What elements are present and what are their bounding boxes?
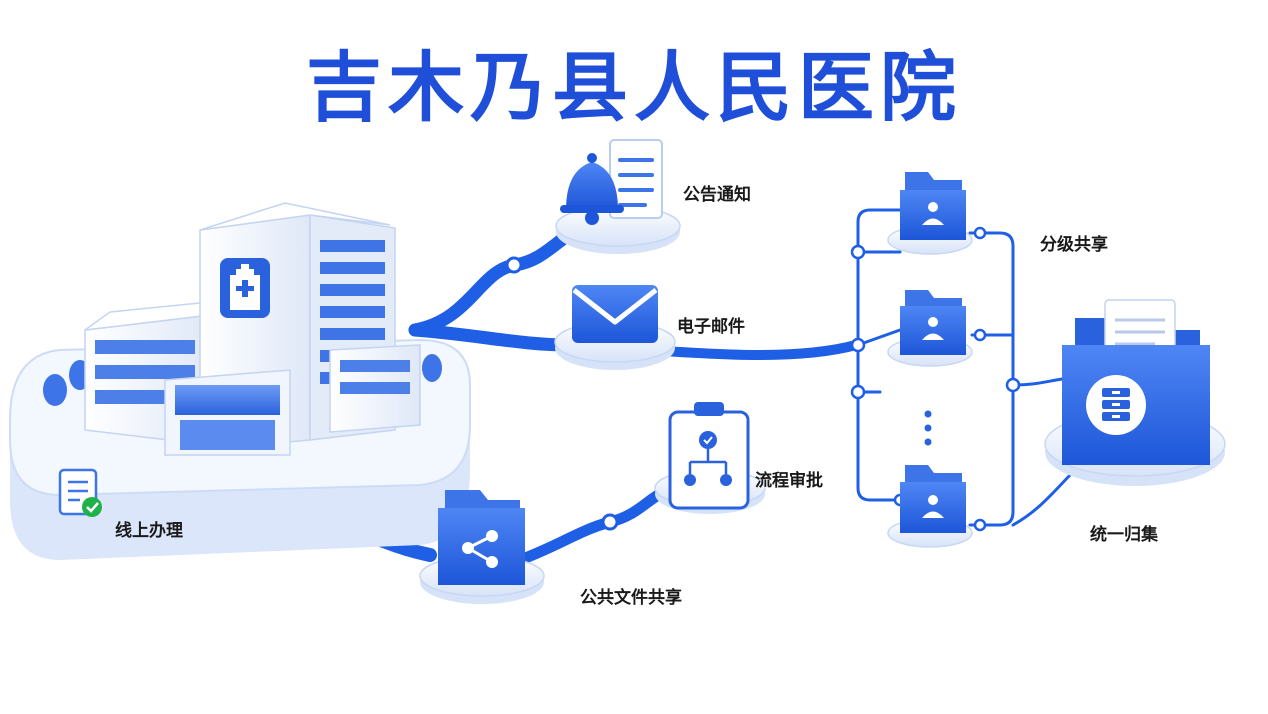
user-folder-icon xyxy=(900,290,966,355)
connector-bus-branch-2 xyxy=(856,328,902,347)
ellipsis-dots xyxy=(924,410,932,446)
connector-email-network xyxy=(645,340,861,360)
hospital-building-icon xyxy=(43,202,442,456)
page-title: 吉木乃县人民医院 xyxy=(306,43,962,132)
announcement-node xyxy=(555,139,681,254)
connector-hospital-announcement xyxy=(408,218,592,337)
label-online: 线上办理 xyxy=(115,521,183,541)
user-folder-3 xyxy=(887,465,973,548)
user-folder-icon xyxy=(900,172,966,240)
email-node xyxy=(554,285,676,370)
clipboard-flow-icon xyxy=(668,402,750,510)
envelope-icon xyxy=(572,285,658,343)
connector-archive-bottom xyxy=(1011,468,1077,527)
user-folder-2 xyxy=(887,290,973,367)
archive-folder-icon xyxy=(1062,299,1210,465)
share-folder-icon xyxy=(438,490,525,585)
connector-hospital-email xyxy=(408,323,577,352)
connector-fileshare-approval xyxy=(514,484,676,566)
user-folder-1 xyxy=(887,172,973,255)
user-folder-icon xyxy=(900,465,966,533)
label-email: 电子邮件 xyxy=(677,317,745,337)
label-approval: 流程审批 xyxy=(755,471,823,491)
label-tiered-share: 分级共享 xyxy=(1040,235,1108,255)
file-share-node xyxy=(419,490,545,604)
bell-icon xyxy=(560,153,624,225)
document-icon xyxy=(609,139,663,219)
connector-bus-left xyxy=(856,208,902,502)
label-announcement: 公告通知 xyxy=(683,185,751,205)
approval-node xyxy=(654,402,766,514)
archive-node xyxy=(1044,299,1226,486)
connector-archive-top xyxy=(1011,376,1072,387)
connector-bus-right xyxy=(968,231,1015,527)
label-file-share: 公共文件共享 xyxy=(580,588,682,608)
check-icon xyxy=(82,497,102,517)
label-unified: 统一归集 xyxy=(1090,525,1158,545)
